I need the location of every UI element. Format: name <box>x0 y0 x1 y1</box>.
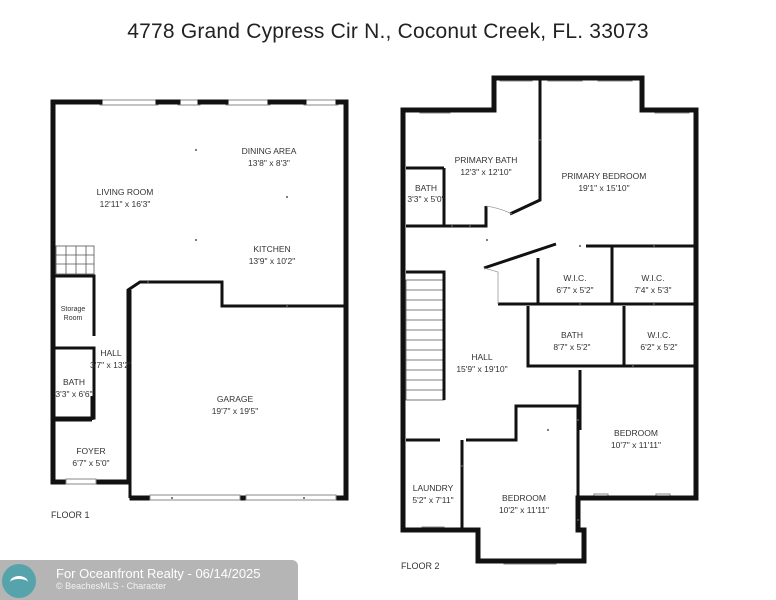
room-dim-hall2: 15'9" x 19'10" <box>456 364 507 374</box>
garage-door <box>149 494 241 501</box>
property-address-title: 4778 Grand Cypress Cir N., Coconut Creek… <box>127 20 649 43</box>
floor2-plan <box>400 75 699 565</box>
floor1-window <box>177 99 201 106</box>
room-name-bath-2: BATH <box>561 330 583 340</box>
watermark-line1: For Oceanfront Realty - 06/14/2025 <box>56 566 261 581</box>
realty-logo-icon <box>2 564 36 598</box>
room-name-kitchen: KITCHEN <box>253 244 290 254</box>
floor1-plan <box>50 99 349 501</box>
room-dim-wic-3: 6'2" x 5'2" <box>640 342 677 352</box>
floor2-interior-wall <box>509 80 542 216</box>
room-name-dining: DINING AREA <box>242 146 297 156</box>
room-name-hall1: HALL <box>100 348 122 358</box>
watermark-line2: © BeachesMLS - Character <box>56 581 167 591</box>
room-dim-garage: 19'7" x 19'5" <box>212 406 259 416</box>
room-dim-bath1: 3'3" x 6'6" <box>55 389 92 399</box>
floor2-interior-wall <box>406 166 488 228</box>
room-name-wic-3: W.I.C. <box>647 330 670 340</box>
room-name-storage-2: Room <box>64 315 83 322</box>
room-dim-wic-2: 7'4" x 5'3" <box>634 285 671 295</box>
floor1-window <box>303 99 339 106</box>
room-name-bedroom-1: BEDROOM <box>614 428 658 438</box>
floor1-window <box>99 99 159 106</box>
room-dim-foyer: 6'7" x 5'0" <box>72 458 109 468</box>
room-name-bath1: BATH <box>63 377 85 387</box>
floor1-label: FLOOR 1 <box>51 510 90 520</box>
room-dim-bath-small: 3'3" x 5'0" <box>407 194 444 204</box>
room-name-wic-1: W.I.C. <box>563 273 586 283</box>
floor1-interior-wall <box>53 274 96 422</box>
floor2-interior-wall <box>483 242 694 306</box>
room-name-primary-bath: PRIMARY BATH <box>455 155 518 165</box>
floor1-stairs <box>55 245 95 275</box>
room-dim-hall1: 3'7" x 13'2" <box>90 360 132 370</box>
room-name-primary-bedroom: PRIMARY BEDROOM <box>562 171 647 181</box>
room-dim-primary-bedroom: 19'1" x 15'10" <box>578 183 629 193</box>
room-dim-primary-bath: 12'3" x 12'10" <box>460 167 511 177</box>
room-name-wic-2: W.I.C. <box>641 273 664 283</box>
room-name-bath-small: BATH <box>415 183 437 193</box>
garage-door <box>245 494 337 501</box>
floor2-interior-wall <box>406 404 580 530</box>
floor1-window <box>225 99 271 106</box>
room-name-laundry: LAUNDRY <box>413 483 454 493</box>
room-name-foyer: FOYER <box>76 446 105 456</box>
floor2-interior-wall <box>526 306 694 368</box>
room-name-storage: Storage <box>61 306 86 313</box>
floor1-outer-wall <box>50 99 349 501</box>
floor2-stair-treads <box>406 289 444 391</box>
room-name-garage: GARAGE <box>217 394 254 404</box>
watermark-banner: For Oceanfront Realty - 06/14/2025 © Bea… <box>0 560 298 600</box>
room-dim-wic-1: 6'7" x 5'2" <box>556 285 593 295</box>
floor2-label: FLOOR 2 <box>401 561 440 571</box>
room-dim-laundry: 5'2" x 7'11" <box>412 495 453 505</box>
room-dim-bedroom-2: 10'2" x 11'11" <box>499 505 549 515</box>
room-name-living: LIVING ROOM <box>97 187 154 197</box>
floor1-door <box>65 478 97 485</box>
room-dim-dining: 13'8" x 8'3" <box>248 158 290 168</box>
room-dim-living: 12'11" x 16'3" <box>100 199 151 209</box>
room-name-hall2: HALL <box>471 352 493 362</box>
room-dim-bath-2: 8'7" x 5'2" <box>553 342 590 352</box>
floor1-interior-wall <box>126 280 346 482</box>
room-dim-kitchen: 13'9" x 10'2" <box>249 256 296 266</box>
floor2-interior-wall <box>406 270 446 400</box>
room-name-bedroom-2: BEDROOM <box>502 493 546 503</box>
room-dim-bedroom-1: 10'7" x 11'11" <box>611 440 661 450</box>
